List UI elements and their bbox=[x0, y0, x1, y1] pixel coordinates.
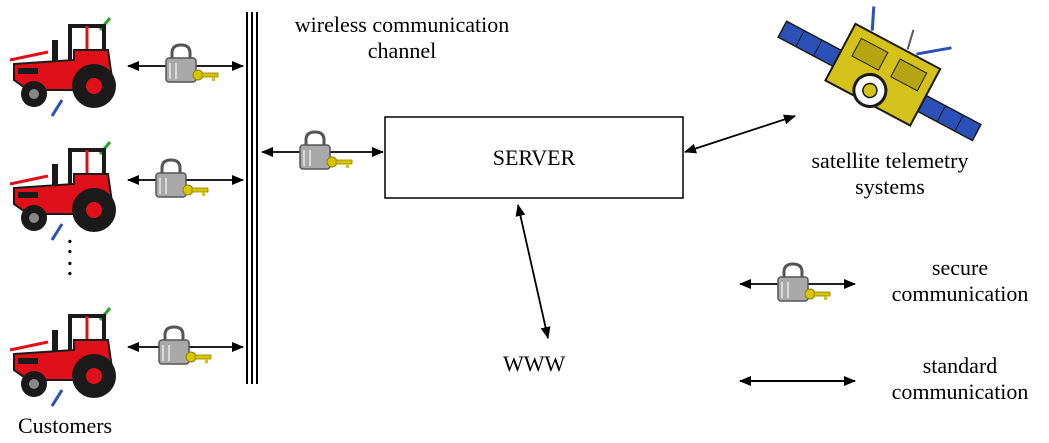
ellipsis-dot-1: : bbox=[66, 229, 74, 260]
padlock-key-icon bbox=[164, 43, 220, 84]
tractor-icon-3 bbox=[8, 306, 118, 408]
padlock-key-icon bbox=[298, 130, 354, 171]
padlock-key-icon bbox=[157, 325, 213, 366]
tractor-icon-2 bbox=[8, 140, 118, 242]
channel-label-line2: channel bbox=[367, 38, 437, 63]
tractor-icon-1 bbox=[8, 16, 118, 118]
satellite-label: satellite telemetry systems bbox=[760, 148, 1020, 200]
server-satellite-arrow bbox=[684, 114, 796, 154]
customers-label: Customers bbox=[18, 413, 113, 438]
channel-label: wireless communication channel bbox=[262, 12, 542, 64]
legend-secure-label: secure communication bbox=[880, 255, 1040, 307]
legend-secure-line2: communication bbox=[891, 281, 1029, 306]
vertical-ellipsis: : : bbox=[66, 229, 74, 282]
wireless-channel-bar bbox=[246, 12, 258, 384]
legend-standard-line1: standard bbox=[922, 353, 998, 378]
legend-standard-line2: communication bbox=[891, 379, 1029, 404]
www-label: WWW bbox=[503, 351, 566, 376]
satellite-label-line2: systems bbox=[855, 174, 925, 199]
ellipsis-dot-2: : bbox=[66, 251, 74, 282]
server-www-arrow bbox=[515, 204, 551, 339]
padlock-key-icon bbox=[154, 158, 210, 199]
server-label: SERVER bbox=[492, 145, 576, 170]
channel-label-line1: wireless communication bbox=[294, 12, 510, 37]
padlock-key-icon bbox=[776, 262, 832, 303]
legend-standard-label: standard communication bbox=[880, 353, 1040, 405]
server-box bbox=[384, 116, 684, 199]
satellite-label-line1: satellite telemetry bbox=[811, 148, 969, 173]
satellite-icon bbox=[777, 6, 982, 142]
legend-secure-line1: secure bbox=[931, 255, 989, 280]
